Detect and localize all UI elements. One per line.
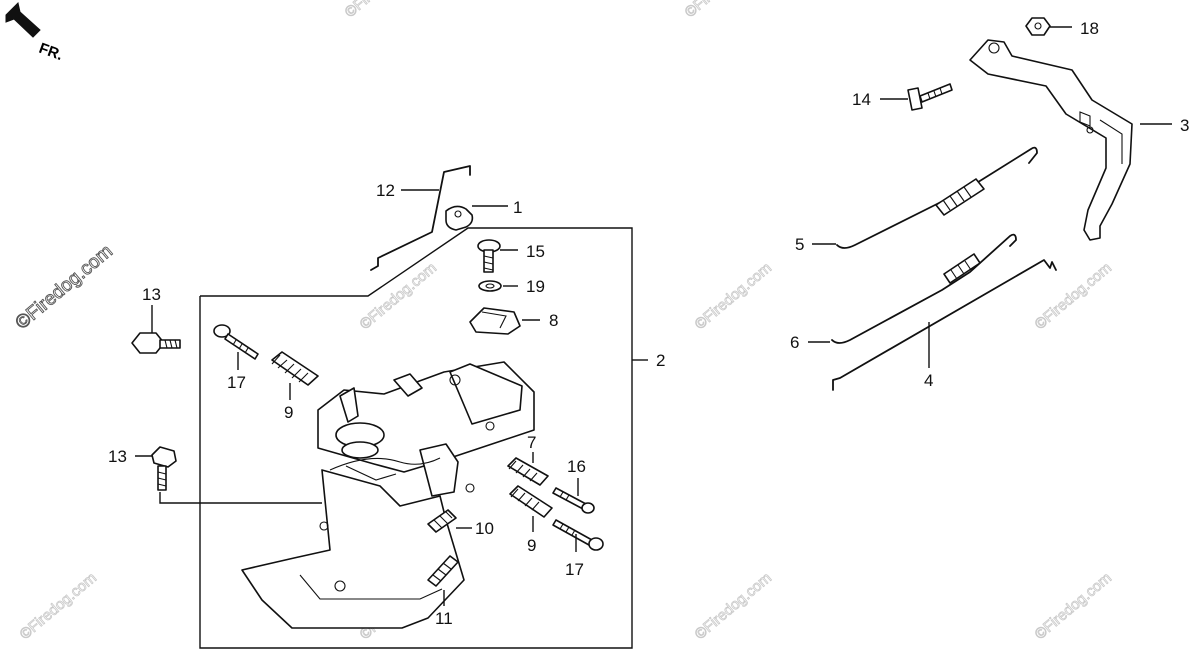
watermark-8: ©Firedog.com [342,0,425,21]
flange-bolt-13-lower [135,446,322,504]
callout-2: 2 [656,351,665,370]
rod-clip-1 [445,205,508,231]
screw-17-right [552,519,604,552]
spring-10 [427,509,472,533]
rod-6 [808,233,1017,344]
callout-13-lower: 13 [108,447,127,466]
callout-19: 19 [526,277,545,296]
front-direction-label: FR. [37,40,66,64]
watermark-7: ©Firedog.com [1032,569,1115,643]
governor-bracket-2 [241,361,535,629]
bolt-15 [477,239,518,273]
callout-12: 12 [376,181,395,200]
bolt-14 [880,83,953,111]
flange-bolt-13-upper [131,305,181,354]
callout-labels: 1 2 3 4 5 6 7 8 9 9 10 11 12 13 13 14 15… [108,19,1189,628]
callout-17-right: 17 [565,560,584,579]
control-rod-12 [370,165,471,271]
front-direction-arrow-icon: FR. [5,2,66,64]
screw-17-left [213,324,259,370]
callout-9-left: 9 [284,403,293,422]
watermark-4: ©Firedog.com [17,569,100,643]
spring-7 [507,452,549,486]
callout-6: 6 [790,333,799,352]
watermark-9: ©Firedog.com [682,0,765,21]
callout-1: 1 [513,198,522,217]
callout-15: 15 [526,242,545,261]
watermark-left: ©Firedog.com [12,241,117,334]
callout-4: 4 [924,371,933,390]
callout-5: 5 [795,235,804,254]
watermark-3: ©Firedog.com [1032,259,1115,333]
rod-5 [812,146,1038,249]
watermarks: ©Firedog.com ©Firedog.com ©Firedog.com ©… [11,0,1115,643]
watermark-1: ©Firedog.com [357,259,440,333]
callout-7: 7 [527,433,536,452]
callout-16: 16 [567,457,586,476]
washer-19 [478,280,518,292]
callout-17-left: 17 [227,373,246,392]
callout-18: 18 [1080,19,1099,38]
watermark-6: ©Firedog.com [692,569,775,643]
callout-3: 3 [1180,116,1189,135]
cable-holder-8 [469,307,540,335]
callout-8: 8 [549,311,558,330]
control-arm-3 [969,39,1172,241]
spring-9-left [271,351,319,400]
spring-11 [427,555,459,606]
screw-16 [552,478,595,514]
rod-4 [832,259,1057,391]
watermark-2: ©Firedog.com [692,259,775,333]
callout-11: 11 [435,609,453,628]
spring-9-right [509,485,553,532]
nut-18 [1025,17,1072,36]
callout-13-upper: 13 [142,285,161,304]
callout-10: 10 [475,519,494,538]
assembly-boundary [199,227,633,649]
callout-14: 14 [852,90,871,109]
callout-9-right: 9 [527,536,536,555]
